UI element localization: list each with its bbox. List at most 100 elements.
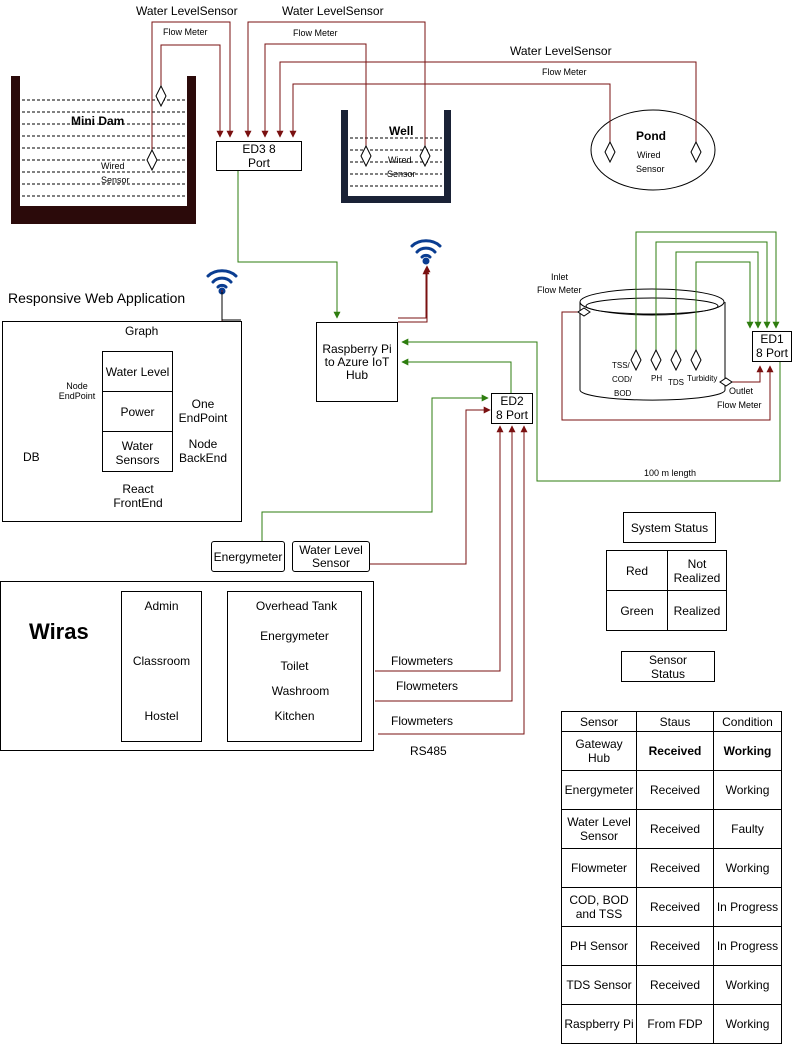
sensor-name-cell: Energymeter: [561, 770, 637, 810]
node-backend-line: BackEnd: [178, 450, 228, 465]
one-endpoint-label: One EndPoint: [178, 397, 228, 426]
sensor-status-cell: Received: [636, 770, 714, 810]
sensor-status-cell: Received: [636, 848, 714, 888]
water-sensors-label: Water: [121, 439, 154, 453]
pond-shape: [590, 109, 716, 191]
wire-energymeter-ed2: [261, 394, 489, 541]
status-color-cell: Red: [606, 550, 668, 591]
wiras-title: Wiras: [29, 619, 89, 644]
wire-outlet: [732, 365, 764, 383]
sensor-name-line: Flowmeter: [570, 861, 627, 875]
sensor-name-cell: Flowmeter: [561, 848, 637, 888]
flow-meter-label: Flow Meter: [293, 28, 338, 38]
wire-inlet: [561, 311, 774, 421]
node-backend-label: Node BackEnd: [178, 437, 228, 466]
sensor-table-header-cell: Condition: [713, 711, 782, 732]
green-wires-tank: [635, 231, 780, 352]
sensor-name-line: COD, BOD: [569, 893, 629, 907]
water-sensors-label: Sensors: [115, 453, 160, 467]
sensor-status-cell: Received: [636, 926, 714, 966]
water-level-label: Water Level: [105, 365, 170, 379]
sensor-status-cell: Received: [636, 809, 714, 849]
sensor-condition-cell: In Progress: [713, 887, 782, 927]
status-meaning-line: Realized: [673, 603, 721, 618]
inlet-label: Inlet: [551, 272, 569, 282]
outlet-label: Outlet: [729, 386, 754, 396]
ed3-label: Port: [247, 156, 270, 170]
wiras-buildings-box: [121, 591, 202, 742]
ed3-box: ED3 8 Port: [216, 141, 302, 171]
node-backend-line: Node: [188, 437, 218, 451]
sensor-condition-cell: In Progress: [713, 926, 782, 966]
sensor-name-line: PH Sensor: [569, 939, 629, 953]
pond-sensor-label: Sensor: [636, 164, 665, 174]
sensor-status-cell: Received: [636, 887, 714, 927]
water-level-sensor-label: Water LevelSensor: [510, 44, 612, 58]
status-meaning-cell: Realized: [667, 590, 727, 631]
flow-meter-label: Flow Meter: [542, 67, 587, 77]
pond-title: Pond: [636, 129, 666, 143]
sensor-name-line: and TSS: [575, 907, 623, 921]
mini-dam-sensor-label: Sensor: [101, 175, 130, 185]
flowmeters-label: Flowmeters: [391, 654, 454, 668]
raspberry-pi-box: Raspberry Pi to Azure IoT Hub: [316, 322, 398, 402]
wire-ed2-rpi: [401, 358, 512, 393]
wifi-icon: [410, 239, 442, 265]
inlet-label: Flow Meter: [537, 285, 582, 295]
system-status-box: System Status: [623, 512, 716, 543]
ed2-label: 8 Port: [495, 408, 528, 422]
wls-box-label: Water Level: [299, 543, 363, 557]
washroom-label: Washroom: [271, 684, 330, 698]
status-color-cell: Green: [606, 590, 668, 631]
wire-ed1-rpi: [401, 338, 781, 482]
mini-dam-title: Mini Dam: [71, 114, 125, 128]
sensor-diamonds: [146, 84, 733, 387]
turbidity-label: Turbidity: [687, 374, 718, 383]
one-endpoint-line: One: [191, 397, 215, 411]
admin-label: Admin: [144, 599, 179, 613]
wls-box-label: Sensor: [311, 556, 351, 570]
node-endpoint-line: EndPoint: [58, 391, 96, 402]
sensor-table-header-cell: Sensor: [561, 711, 637, 732]
energymeter-item-label: Energymeter: [260, 629, 329, 643]
overhead-tank-label: Overhead Tank: [255, 599, 338, 613]
water-level-sensor-label: Water LevelSensor: [136, 4, 238, 18]
well-title: Well: [389, 124, 414, 138]
length-label: 100 m length: [644, 468, 697, 478]
treatment-tank: [579, 288, 726, 401]
power-label: Power: [120, 405, 155, 419]
rpi-label: to Azure IoT: [324, 355, 390, 369]
ed3-label: ED3 8: [242, 142, 276, 156]
sensor-name-cell: PH Sensor: [561, 926, 637, 966]
wire-ed3-rpi: [237, 171, 341, 319]
sensor-condition-cell: Working: [713, 1004, 782, 1044]
well-sensor-label: Wired: [388, 155, 412, 165]
ed1-label: ED1: [760, 332, 784, 346]
tds-label: TDS: [668, 378, 684, 387]
cod-label: COD/: [612, 375, 632, 384]
sensor-name-line: Sensor: [579, 829, 619, 843]
ed2-label: ED2: [500, 394, 524, 408]
tss-label: TSS/: [612, 361, 630, 370]
ed1-box: ED1 8 Port: [752, 331, 792, 362]
node-endpoint-label: Node EndPoint: [54, 381, 100, 402]
sensor-name-line: Water Level: [567, 815, 631, 829]
sensor-name-line: Raspberry Pi: [564, 1017, 634, 1031]
rpi-label: Hub: [345, 368, 368, 382]
energymeter-box: Energymeter: [211, 541, 285, 572]
kitchen-label: Kitchen: [274, 709, 315, 723]
ph-label: PH: [651, 374, 663, 383]
sensor-status-label: Status: [650, 667, 686, 681]
wire-rpi-wifi: [398, 265, 431, 323]
rs485-label: RS485: [410, 744, 447, 758]
